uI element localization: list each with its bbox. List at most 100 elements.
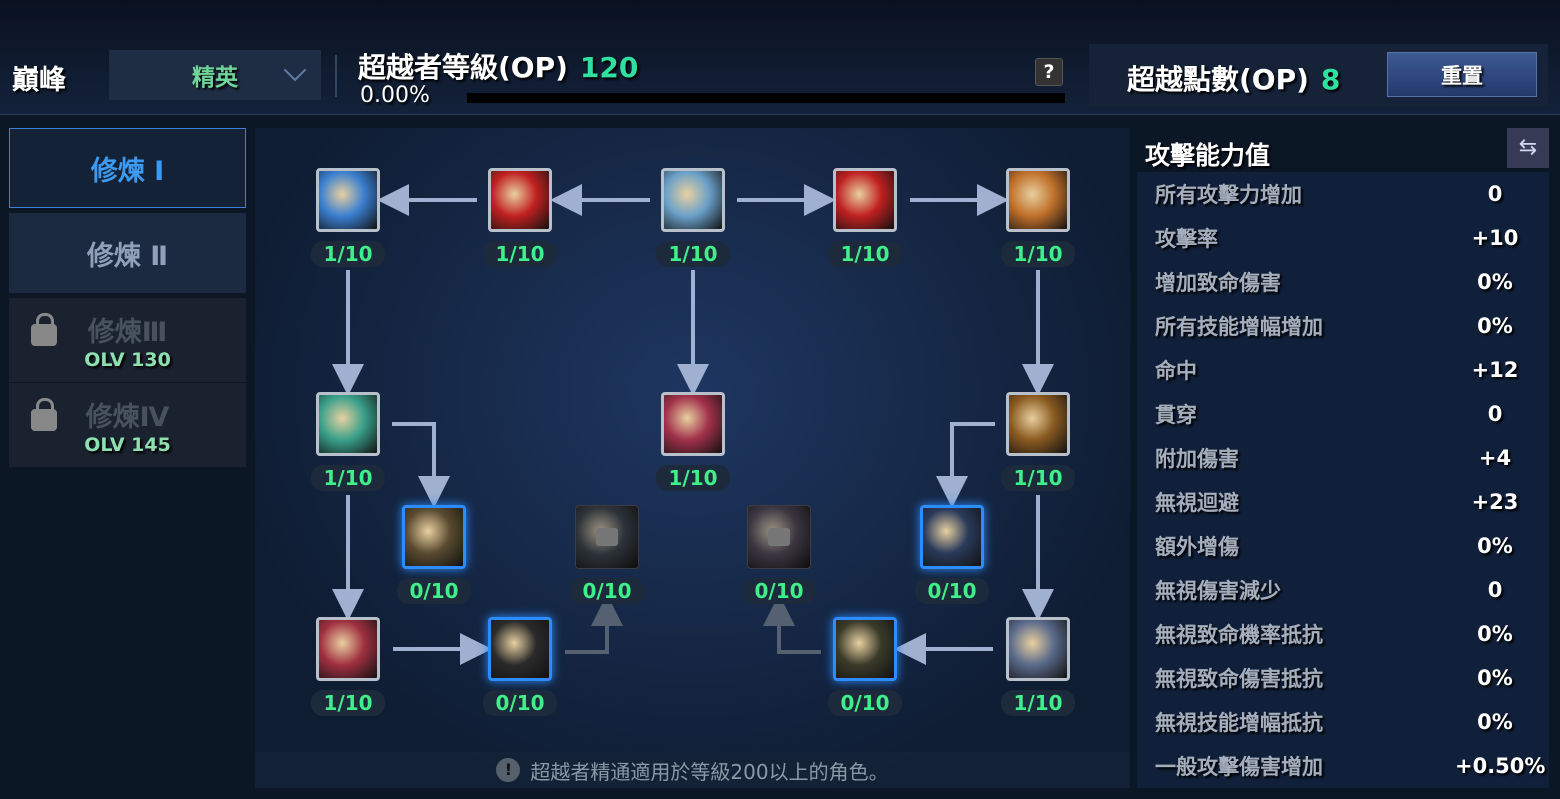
skill-node[interactable] — [316, 168, 380, 232]
skill-node[interactable] — [920, 505, 984, 569]
exclamation-icon: ! — [496, 758, 521, 782]
stat-row: 攻擊率 +10 — [1137, 216, 1549, 260]
stat-name: 無視致命機率抵抗 — [1155, 623, 1323, 647]
lock-icon — [31, 313, 57, 346]
skill-level: 0/10 — [742, 578, 816, 604]
tab-label: 修煉Ⅳ — [85, 401, 170, 433]
skill-node[interactable] — [402, 505, 466, 569]
stat-value: +10 — [1471, 226, 1519, 250]
stat-row: 命中+12 — [1137, 348, 1549, 392]
stat-name: 貫穿 — [1155, 403, 1197, 427]
stat-value: 0% — [1477, 622, 1513, 646]
stat-row: 額外增傷 0% — [1137, 524, 1549, 568]
skill-level: 1/10 — [1001, 241, 1075, 267]
progress-bar — [467, 93, 1065, 103]
skill-node[interactable] — [747, 505, 811, 569]
skill-node[interactable] — [661, 168, 725, 232]
skill-node[interactable] — [1006, 392, 1070, 456]
chevron-down-icon — [283, 58, 307, 82]
reset-button[interactable]: 重置 — [1387, 52, 1537, 97]
skill-node[interactable] — [575, 505, 639, 569]
grade-value: 精英 — [192, 65, 238, 91]
stat-row: 無視傷害減少 0 — [1137, 568, 1549, 612]
notice-bar: ! 超越者精通適用於等級200以上的角色。 — [255, 752, 1130, 788]
skill-node[interactable] — [488, 617, 552, 681]
stat-name: 一般攻擊傷害增加 — [1155, 755, 1323, 779]
op-level-label: 超越者等級(OP) — [358, 51, 568, 84]
stat-value: 0 — [1487, 182, 1503, 206]
stats-title: 攻擊能力值 — [1145, 141, 1271, 170]
stat-value: 0% — [1477, 710, 1513, 734]
tab-training-2[interactable]: 修煉 Ⅱ — [9, 213, 246, 293]
stat-row: 貫穿 0 — [1137, 392, 1549, 436]
stat-row: 無視迴避 +23 — [1137, 480, 1549, 524]
skill-level: 0/10 — [570, 578, 644, 604]
tab-label: 修煉 Ⅰ — [90, 155, 165, 187]
page-title: 巔峰 — [12, 65, 66, 96]
stat-name: 無視技能增幅抵抗 — [1155, 711, 1323, 735]
skill-level: 1/10 — [311, 690, 385, 716]
lock-icon — [31, 398, 57, 431]
op-points-panel: 超越點數(OP) 8 重置 — [1089, 44, 1548, 106]
op-points-value: 8 — [1320, 63, 1341, 96]
stat-value: +4 — [1478, 446, 1512, 470]
skill-node[interactable] — [661, 392, 725, 456]
help-button[interactable]: ? — [1035, 58, 1063, 86]
swap-icon[interactable]: ⇆ — [1507, 128, 1549, 168]
stat-name: 攻擊率 — [1155, 227, 1218, 251]
skill-node[interactable] — [488, 168, 552, 232]
tab-requirement: OLV 145 — [84, 433, 171, 456]
stat-value: 0 — [1487, 578, 1503, 602]
stat-name: 無視致命傷害抵抗 — [1155, 667, 1323, 691]
tab-label: 修煉 Ⅱ — [86, 240, 169, 272]
tab-requirement: OLV 130 — [84, 348, 171, 371]
lock-icon — [596, 528, 618, 546]
stat-row: 無視技能增幅抵抗 0% — [1137, 700, 1549, 744]
stat-value: 0% — [1477, 666, 1513, 690]
stat-name: 額外增傷 — [1155, 535, 1239, 559]
stat-name: 無視傷害減少 — [1155, 579, 1281, 603]
skill-node[interactable] — [1006, 617, 1070, 681]
skill-level: 1/10 — [311, 465, 385, 491]
stat-row: 附加傷害 +4 — [1137, 436, 1549, 480]
stat-name: 附加傷害 — [1155, 447, 1239, 471]
stat-value: +0.50% — [1455, 754, 1546, 778]
lock-icon — [768, 528, 790, 546]
divider — [335, 55, 337, 97]
skill-level: 1/10 — [483, 241, 557, 267]
stat-value: 0% — [1477, 314, 1513, 338]
tab-label: 修煉Ⅲ — [87, 316, 168, 348]
op-points: 超越點數(OP) 8 — [1127, 58, 1340, 98]
skill-level: 0/10 — [915, 578, 989, 604]
op-points-label: 超越點數(OP) — [1127, 63, 1309, 96]
skill-level: 1/10 — [1001, 465, 1075, 491]
stat-name: 無視迴避 — [1155, 491, 1239, 515]
stat-value: 0% — [1477, 270, 1513, 294]
stat-name: 所有技能增幅增加 — [1155, 315, 1323, 339]
skill-node[interactable] — [316, 392, 380, 456]
skill-node[interactable] — [833, 617, 897, 681]
notice-text: 超越者精通適用於等級200以上的角色。 — [530, 759, 889, 784]
op-level-value: 120 — [579, 51, 639, 84]
stat-row: 無視致命傷害抵抗 0% — [1137, 656, 1549, 700]
skill-node[interactable] — [1006, 168, 1070, 232]
skill-level: 1/10 — [1001, 690, 1075, 716]
stat-value: +23 — [1471, 490, 1519, 514]
grade-dropdown[interactable]: 精英 — [109, 50, 321, 100]
stat-value: 0 — [1487, 402, 1503, 426]
stat-row: 所有技能增幅增加 0% — [1137, 304, 1549, 348]
skill-node[interactable] — [316, 617, 380, 681]
skill-node[interactable] — [833, 168, 897, 232]
stat-value: 0% — [1477, 534, 1513, 558]
stat-row: 無視致命機率抵抗 0% — [1137, 612, 1549, 656]
progress-text: 0.00% — [360, 83, 430, 108]
tab-training-1[interactable]: 修煉 Ⅰ — [9, 128, 246, 208]
skill-level: 1/10 — [656, 465, 730, 491]
op-level: 超越者等級(OP) 120 — [358, 46, 638, 86]
